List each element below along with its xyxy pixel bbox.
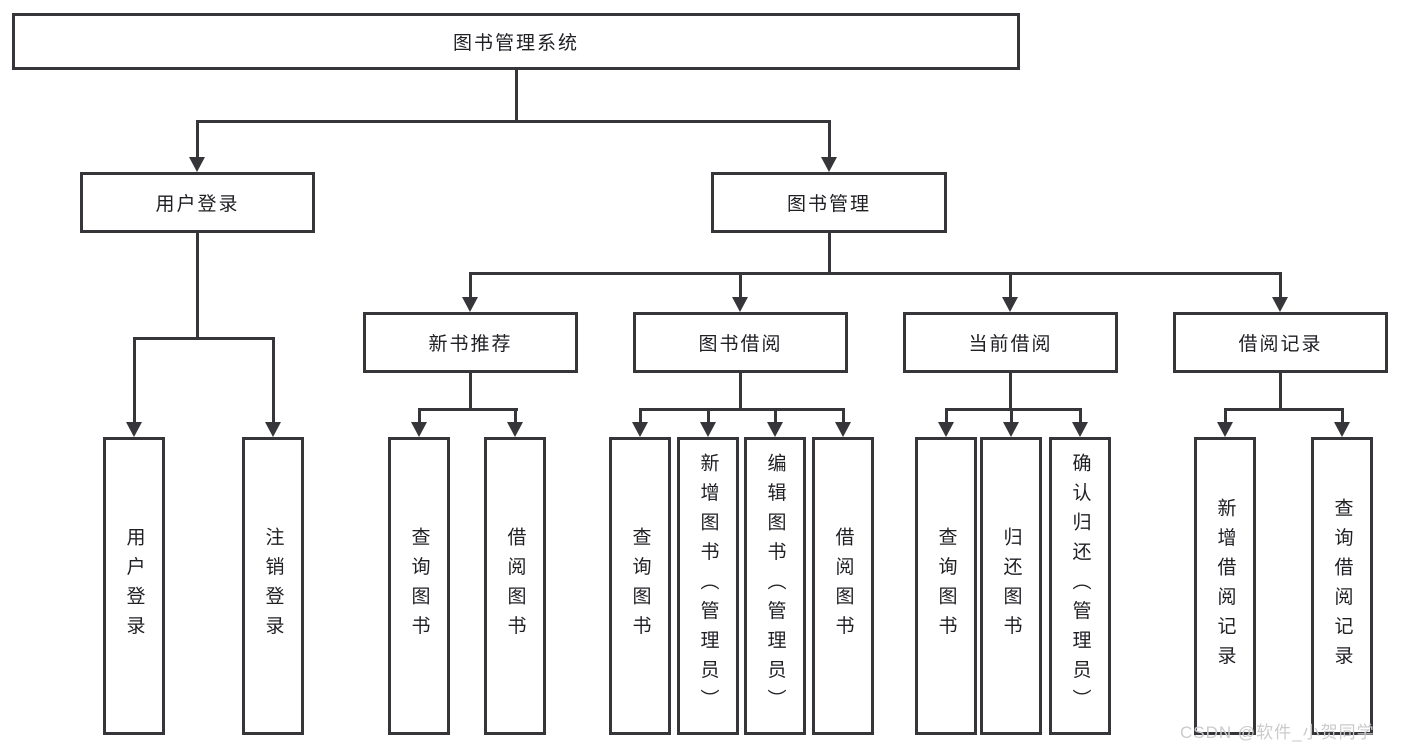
node-root-library-system: 图书管理系统 (12, 13, 1020, 70)
arrowhead-icon (1003, 422, 1019, 437)
leaf-add-books-admin: 新增图书（管理员） (677, 437, 739, 735)
arrowhead-icon (1002, 297, 1018, 312)
leaf-edit-books-admin: 编辑图书（管理员） (744, 437, 806, 735)
leaf-query-books-current: 查询图书 (915, 437, 977, 735)
connector-line (1009, 373, 1012, 408)
arrowhead-icon (1272, 297, 1288, 312)
connector-line (1010, 408, 1013, 425)
arrowhead-icon (835, 422, 851, 437)
node-book-borrowing: 图书借阅 (633, 312, 848, 373)
connector-line (196, 120, 831, 123)
connector-line (196, 120, 199, 160)
leaf-query-borrow-record: 查询借阅记录 (1311, 437, 1373, 735)
leaf-logout: 注销登录 (242, 437, 304, 735)
arrowhead-icon (411, 422, 427, 437)
connector-line (1009, 272, 1012, 300)
leaf-return-books: 归还图书 (980, 437, 1042, 735)
connector-line (1341, 408, 1344, 425)
arrowhead-icon (632, 422, 648, 437)
leaf-query-books-borrowing: 查询图书 (609, 437, 671, 735)
arrowhead-icon (700, 422, 716, 437)
arrowhead-icon (126, 422, 142, 437)
arrowhead-icon (821, 157, 837, 172)
connector-line (1079, 408, 1082, 425)
node-user-login-group: 用户登录 (80, 172, 315, 233)
connector-line (739, 272, 742, 300)
connector-line (272, 337, 275, 425)
arrowhead-icon (462, 297, 478, 312)
node-borrowing-records: 借阅记录 (1173, 312, 1388, 373)
connector-line (514, 408, 517, 425)
connector-line (945, 408, 1082, 411)
arrowhead-icon (1334, 422, 1350, 437)
connector-line (774, 408, 777, 425)
connector-line (469, 272, 1282, 275)
arrowhead-icon (1072, 422, 1088, 437)
connector-line (639, 408, 845, 411)
connector-line (639, 408, 642, 425)
leaf-query-books-recommend: 查询图书 (388, 437, 450, 735)
connector-line (1224, 408, 1227, 425)
connector-line (133, 337, 136, 425)
connector-line (196, 233, 199, 337)
connector-line (1224, 408, 1344, 411)
leaf-borrow-books: 借阅图书 (812, 437, 874, 735)
connector-line (418, 408, 421, 425)
node-current-borrowing: 当前借阅 (903, 312, 1118, 373)
connector-line (469, 373, 472, 408)
arrowhead-icon (732, 297, 748, 312)
arrowhead-icon (507, 422, 523, 437)
connector-line (515, 70, 518, 122)
arrowhead-icon (938, 422, 954, 437)
connector-line (133, 337, 275, 340)
connector-line (828, 120, 831, 160)
connector-line (842, 408, 845, 425)
csdn-watermark: CSDN @软件_小贺同学 (1180, 723, 1375, 742)
arrowhead-icon (767, 422, 783, 437)
connector-line (739, 373, 742, 408)
leaf-add-borrow-record: 新增借阅记录 (1194, 437, 1256, 735)
connector-line (1279, 373, 1282, 408)
arrowhead-icon (189, 157, 205, 172)
arrowhead-icon (265, 422, 281, 437)
leaf-confirm-return-admin: 确认归还（管理员） (1049, 437, 1111, 735)
connector-line (707, 408, 710, 425)
leaf-borrow-books-recommend: 借阅图书 (484, 437, 546, 735)
connector-line (945, 408, 948, 425)
node-book-management-group: 图书管理 (711, 172, 947, 233)
node-new-book-recommend: 新书推荐 (363, 312, 578, 373)
connector-line (469, 272, 472, 300)
connector-line (828, 233, 831, 272)
leaf-user-login: 用户登录 (103, 437, 165, 735)
arrowhead-icon (1217, 422, 1233, 437)
connector-line (1279, 272, 1282, 300)
connector-line (418, 408, 518, 411)
